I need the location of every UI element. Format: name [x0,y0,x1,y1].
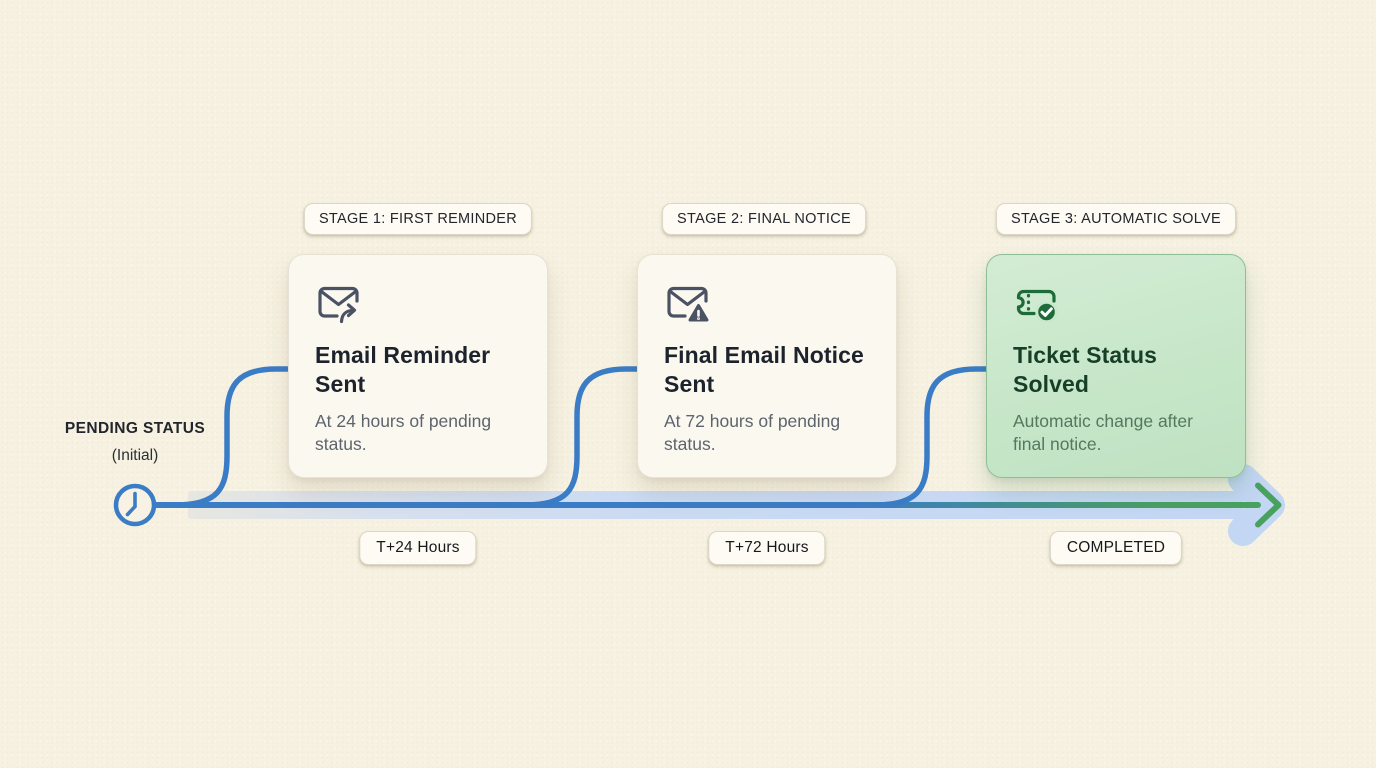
start-label: PENDING STATUS (Initial) [35,418,235,467]
arrow-right-icon [1255,482,1282,528]
email-alert-icon [664,280,870,326]
stage-3-description: Automatic change after final notice. [1013,410,1193,454]
stage-2-badge: STAGE 2: FINAL NOTICE [662,203,866,235]
stage-3-title: Ticket Status Solved [1013,342,1158,398]
stage-2-title: Final Email Notice Sent [664,342,864,398]
stage-2-card: Final Email Notice Sent At 72 hours of p… [637,254,897,478]
stage-1-description: At 24 hours of pending status. [315,410,492,454]
stage-1-milestone: T+24 Hours [359,531,477,565]
stage-2-milestone: T+72 Hours [708,531,826,565]
start-status-text: PENDING STATUS [64,420,206,437]
start-substatus-text: (Initial) [111,447,159,464]
connector-stage-2 [523,366,648,508]
stage-1-badge: STAGE 1: FIRST REMINDER [303,203,533,235]
email-forward-icon [315,280,521,326]
stage-1-title: Email Reminder Sent [315,342,491,398]
stage-3-badge: STAGE 3: AUTOMATIC SOLVE [996,203,1236,235]
connector-stage-1 [173,366,299,508]
connector-stage-3 [873,366,997,508]
stage-3-card: Ticket Status Solved Automatic change af… [986,254,1246,478]
stage-3-milestone: COMPLETED [1049,531,1183,565]
stage-2-description: At 72 hours of pending status. [664,410,841,454]
clock-icon [113,483,157,527]
ticket-check-icon [1013,280,1219,326]
stage-1-card: Email Reminder Sent At 24 hours of pendi… [288,254,548,478]
